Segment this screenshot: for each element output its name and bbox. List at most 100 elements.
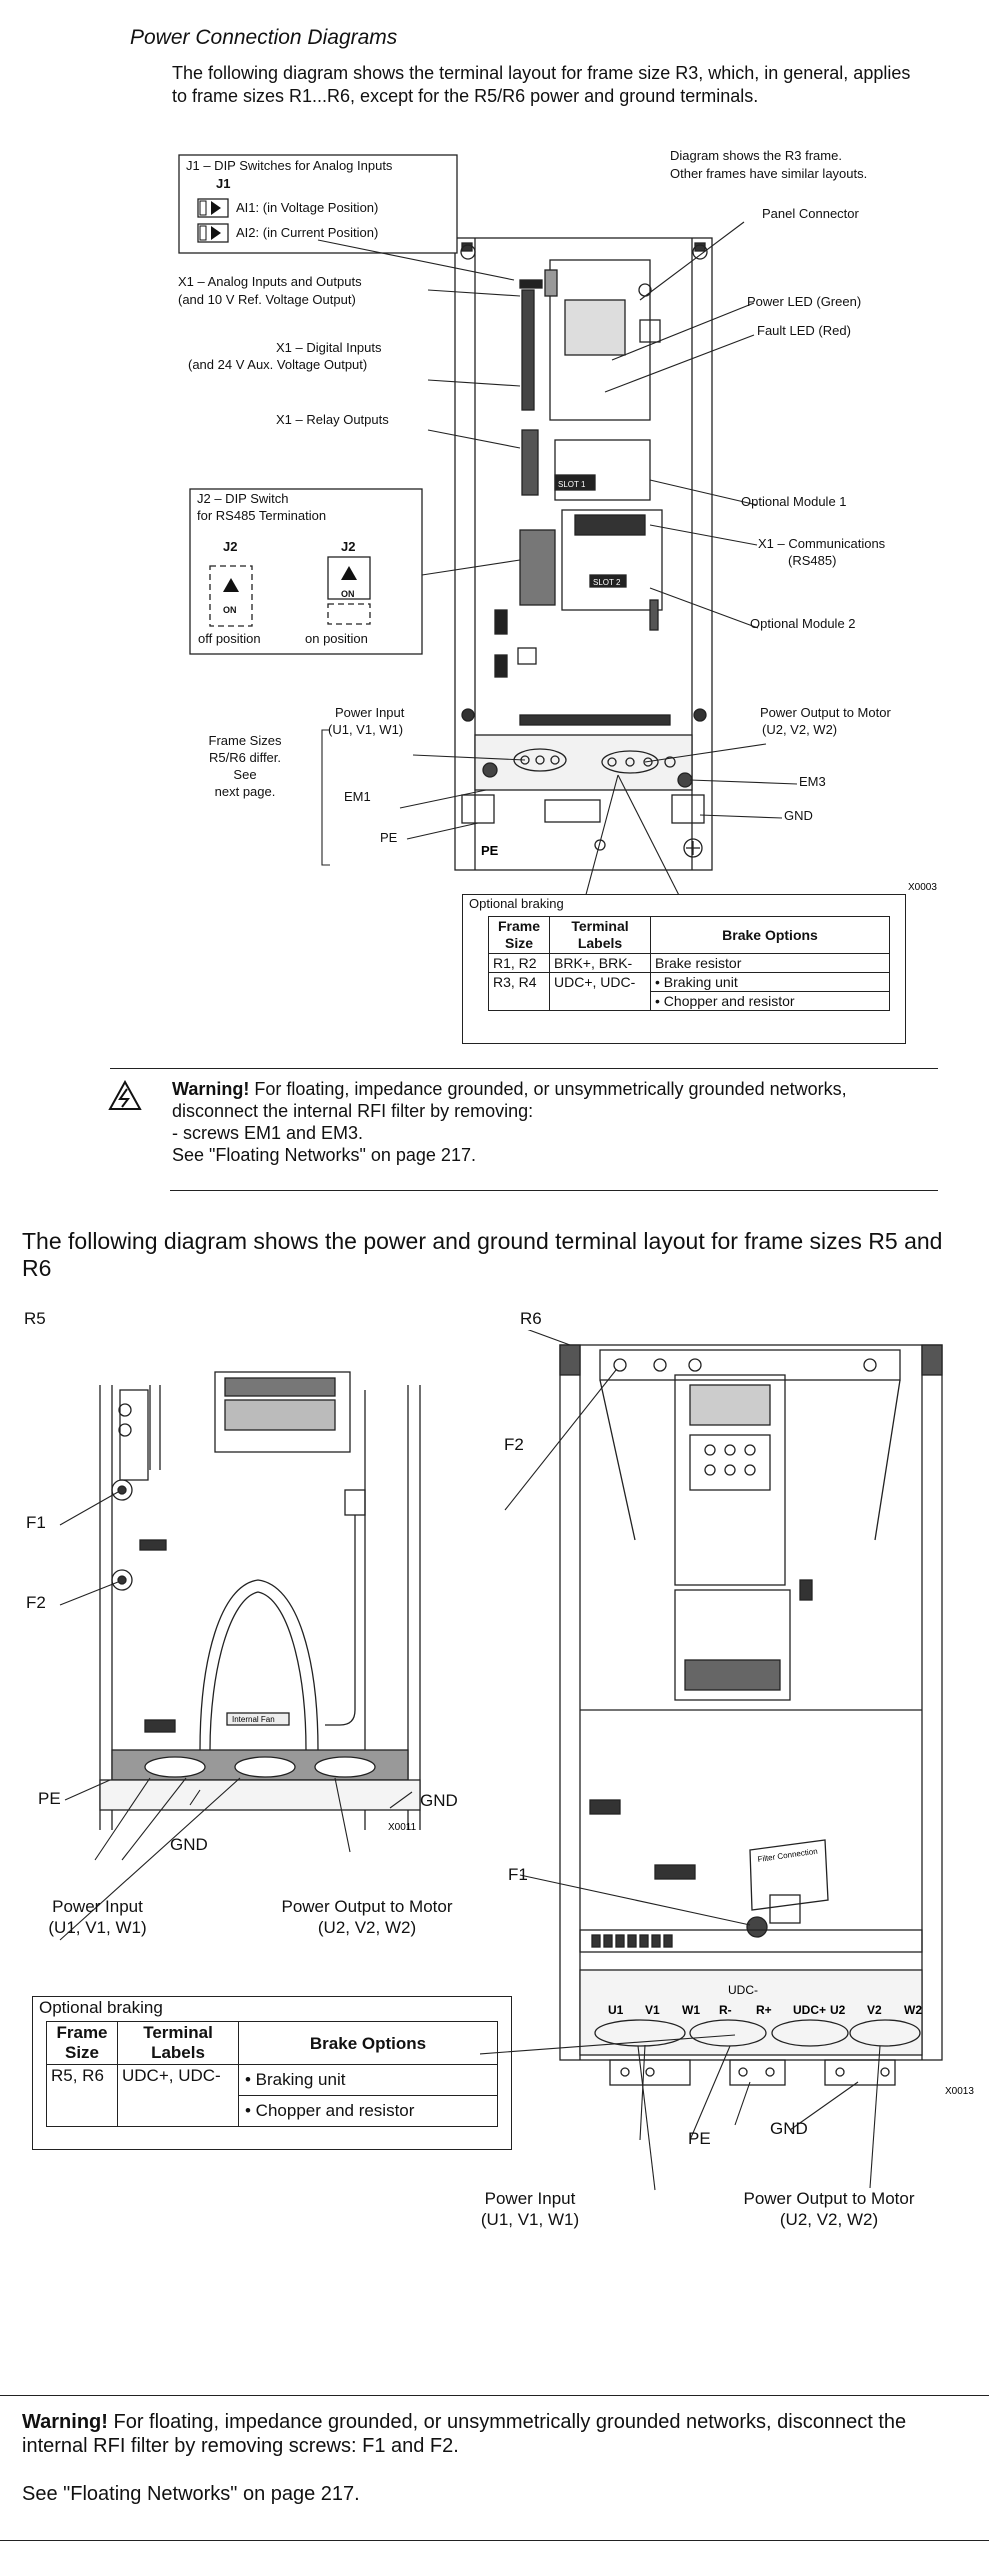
brake-table-2-cell: UDC+, UDC- (117, 2064, 239, 2127)
ai2-label: AI2: (in Current Position) (236, 225, 379, 240)
r6-leader-lines (480, 1330, 881, 2191)
j2-off-arrow (223, 578, 239, 592)
j1-label: J1 (216, 176, 231, 191)
r6-terminal-mark: R- (719, 2003, 732, 2017)
x1-relay-label: X1 – Relay Outputs (276, 412, 389, 427)
r6-terminal-mark: U1 (608, 2003, 624, 2017)
j2-off-on-text: ON (223, 605, 237, 615)
r5-gnd-right-label: GND (420, 1791, 458, 1810)
internal-fan-mark: Internal Fan (232, 1715, 275, 1724)
section-heading: Power Connection Diagrams (130, 26, 398, 49)
r5-f1-label: F1 (26, 1513, 46, 1532)
warning1-line3: See "Floating Networks" on page 217. (172, 1145, 476, 1165)
warning1-bold: Warning! (172, 1079, 250, 1099)
x1-analog-label-1: X1 – Analog Inputs and Outputs (178, 274, 362, 289)
r5-power-output-line2: (U2, V2, W2) (317, 1918, 417, 1937)
warning2-body: For floating, impedance grounded, or uns… (22, 2411, 907, 2457)
brake-table-2-header-options: Brake Options (238, 2021, 498, 2065)
r3-code: X0003 (908, 882, 937, 893)
brake-table-cell: Brake resistor (650, 953, 890, 973)
x1-comm-label-1: X1 – Communications (758, 536, 886, 551)
r5-power-input-line2: (U1, V1, W1) (48, 1918, 147, 1937)
warning2-bottom-rule (0, 2540, 989, 2541)
r6-terminal-mark: R+ (756, 2003, 772, 2017)
em3-label: EM3 (799, 774, 826, 789)
r6-terminal-mark: UDC+ (793, 2003, 826, 2017)
brake-table-cell: BRK+, BRK- (549, 953, 651, 973)
r5-drive-body (99, 1371, 421, 1830)
frame-differ-note-2: R5/R6 differ. (208, 750, 282, 765)
r6-f1-label: F1 (508, 1865, 528, 1884)
brake-table-2-cell: • Braking unit (238, 2064, 498, 2096)
r3-power-input-label-1: Power Input (335, 705, 405, 720)
warning2-text: Warning! For floating, impedance grounde… (22, 2410, 922, 2458)
optional-braking-box-2: Optional braking Frame Size Terminal Lab… (32, 1996, 512, 2150)
intro-paragraph: The following diagram shows the terminal… (172, 63, 911, 106)
j2-box-title-2: for RS485 Termination (197, 508, 327, 523)
r6-terminal-mark: W2 (904, 2003, 922, 2017)
r6-label: R6 (520, 1309, 542, 1328)
r6-power-output-line2: (U2, V2, W2) (779, 2210, 879, 2229)
frame-differ-note-4: next page. (214, 784, 276, 799)
r6-gnd-label: GND (770, 2119, 808, 2138)
r6-terminal-mark: U2 (830, 2003, 846, 2017)
r6-terminal-mark: V1 (645, 2003, 660, 2017)
off-position-label: off position (198, 631, 261, 646)
panel-connector-label: Panel Connector (762, 206, 859, 221)
r3-diagram: PE SLOT 1 SLOT 2 (178, 154, 937, 918)
brake-table-cell: • Chopper and resistor (650, 991, 890, 1011)
r5-power-input-line1: Power Input (52, 1897, 143, 1916)
j2-on-on-text: ON (341, 589, 355, 599)
slot2-mark: SLOT 2 (593, 578, 621, 587)
optional-braking-box-1: Optional braking Frame Size Terminal Lab… (462, 894, 906, 1044)
brake-table-header-labels: Terminal Labels (549, 916, 651, 954)
ai1-label: AI1: (in Voltage Position) (236, 200, 379, 215)
r6-drive-body (559, 1344, 943, 2086)
r5-label: R5 (24, 1309, 46, 1328)
r6-power-input-line2: (U1, V1, W1) (480, 2210, 580, 2229)
r5-diagram: Internal Fan X0011 (59, 1371, 421, 1941)
r6-f2-label: F2 (504, 1435, 524, 1454)
r5-power-output-label: Power Output to Motor (U2, V2, W2) (262, 1896, 472, 1938)
r5-power-input-label: Power Input (U1, V1, W1) (40, 1896, 155, 1938)
warning1-line2: - screws EM1 and EM3. (172, 1123, 364, 1143)
x1-comm-label-2: (RS485) (788, 553, 837, 568)
j1-callout (178, 154, 458, 254)
optional-braking-title-2: Optional braking (39, 1998, 163, 2017)
brake-table-header-frame: Frame Size (488, 916, 550, 954)
x1-analog-label-2: (and 10 V Ref. Voltage Output) (178, 292, 356, 307)
brake-table-2-cell: R5, R6 (46, 2064, 118, 2127)
r6-power-input-label: Power Input (U1, V1, W1) (470, 2188, 590, 2230)
optional-module-2-label: Optional Module 2 (750, 616, 856, 631)
r5-code: X0011 (388, 1822, 417, 1833)
r6-power-output-label: Power Output to Motor (U2, V2, W2) (724, 2188, 934, 2230)
frame-note-1: Diagram shows the R3 frame. (670, 148, 842, 163)
on-position-label: on position (305, 631, 368, 646)
warning2-line2: See "Floating Networks" on page 217. (22, 2483, 360, 2505)
r3-power-output-label-2: (U2, V2, W2) (762, 722, 838, 737)
x1-digital-label-1: X1 – Digital Inputs (276, 340, 382, 355)
warning1-body: For floating, impedance grounded, or uns… (172, 1079, 847, 1121)
warning2-bold: Warning! (22, 2411, 108, 2433)
j2-on-arrow (341, 566, 357, 580)
r6-udc-mark: UDC- (728, 1983, 758, 1997)
r6-terminal-mark: V2 (867, 2003, 882, 2017)
brake-table-2: Frame Size Terminal Labels Brake Options… (46, 2021, 498, 2127)
frame-note-2: Other frames have similar layouts. (670, 166, 868, 181)
r3-leader-lines (317, 221, 798, 918)
brake-table-header-options: Brake Options (650, 916, 890, 954)
brake-table-2-cell: • Chopper and resistor (238, 2095, 498, 2127)
j2-off-label: J2 (223, 539, 238, 554)
r3-drive-body (454, 237, 713, 871)
slot1-mark: SLOT 1 (558, 480, 586, 489)
frame-differ-note-3: See (233, 767, 257, 782)
r3-power-input-label-2: (U1, V1, W1) (328, 722, 404, 737)
r5-leader-lines (59, 1491, 413, 1941)
r3-gnd-label: GND (784, 808, 813, 823)
pcb-pe-mark: PE (481, 843, 499, 858)
r6-terminal-mark: W1 (682, 2003, 700, 2017)
section2-title: The following diagram shows the power an… (22, 1228, 943, 1281)
warning1-text: Warning! For floating, impedance grounde… (172, 1078, 892, 1122)
frame-differ-note-1: Frame Sizes (208, 733, 282, 748)
brake-table-2-header-labels: Terminal Labels (117, 2021, 239, 2065)
